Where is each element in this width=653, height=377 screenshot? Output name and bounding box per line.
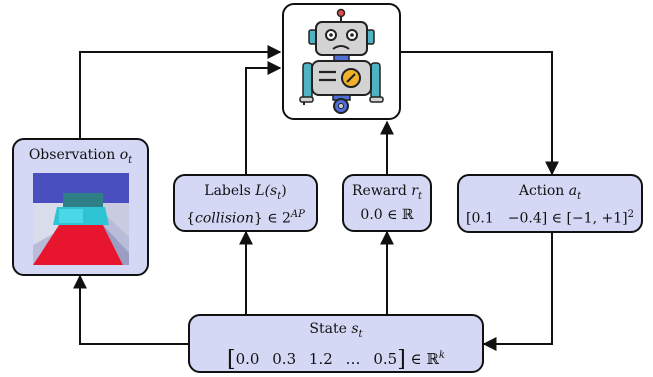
robot-agent-icon [299, 8, 384, 114]
state-title: State st [309, 321, 363, 340]
reward-value: 0.0 ∈ ℝ [360, 206, 414, 223]
arrow-action-to-state [482, 233, 553, 351]
reward-title: Reward rt [352, 183, 422, 202]
action-title: Action at [518, 183, 582, 202]
observation-title: Observation ot [28, 147, 133, 166]
agent-box [282, 3, 401, 120]
action-vector: [0.1−0.4] ∈ [−1, +1]2 [466, 208, 634, 227]
labels-set: {collision} ∈ 2AP [186, 208, 305, 227]
reward-box: Reward rt 0.0 ∈ ℝ [342, 174, 432, 232]
labels-title: Labels L(st) [204, 183, 287, 202]
arrow-agent-to-action [400, 51, 559, 176]
labels-box: Labels L(st) {collision} ∈ 2AP [173, 174, 318, 232]
arrow-state-to-observation [73, 274, 188, 345]
action-box: Action at [0.1−0.4] ∈ [−1, +1]2 [457, 174, 643, 233]
state-box: State st [0.0 0.3 1.2 … 0.5] ∈ ℝk [188, 314, 484, 373]
observation-camera-image [33, 173, 129, 265]
arrow-observation-to-agent [79, 45, 282, 138]
arrow-labels-to-agent [245, 61, 282, 174]
state-vector: [0.0 0.3 1.2 … 0.5] ∈ ℝk [227, 346, 445, 372]
observation-box: Observation ot [12, 138, 149, 276]
